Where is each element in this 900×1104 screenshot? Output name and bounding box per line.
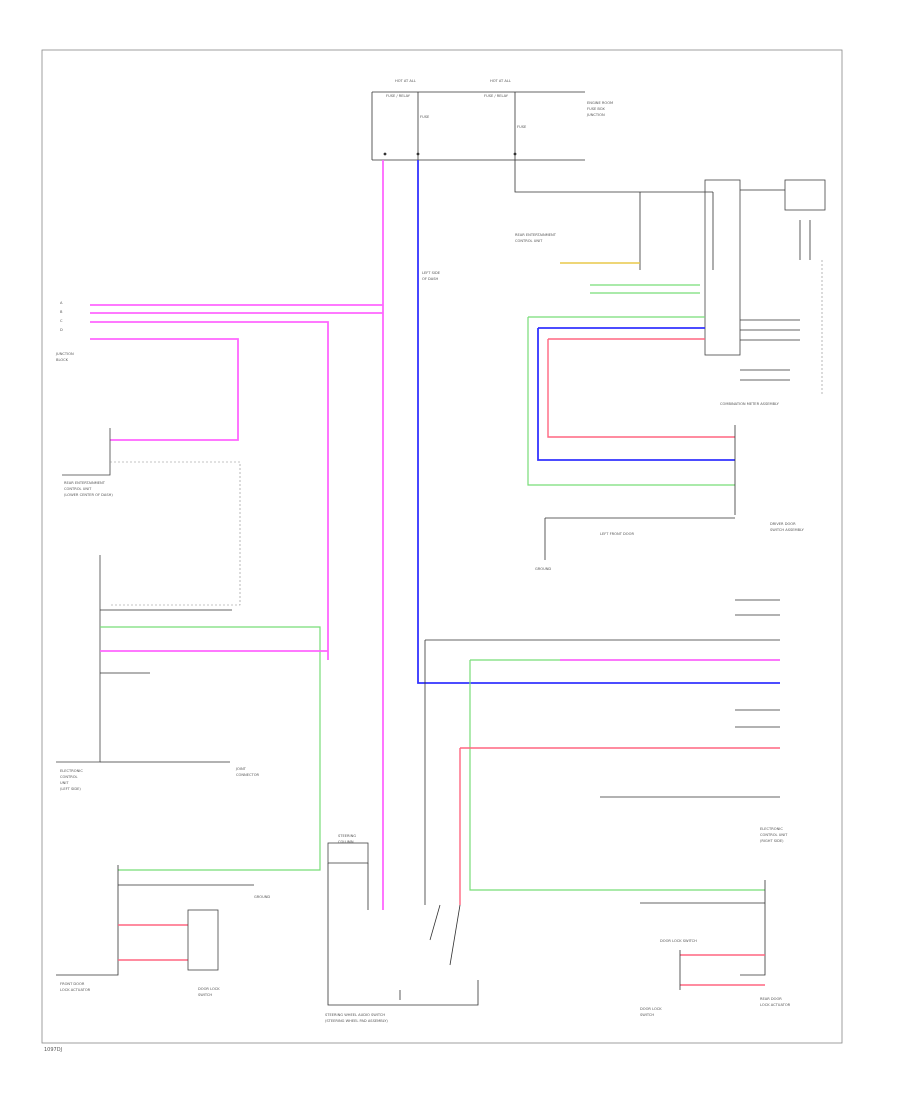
svg-text:DOOR LOCK: DOOR LOCK [640,1007,662,1011]
svg-text:LOCK ACTUATOR: LOCK ACTUATOR [760,1003,791,1007]
svg-text:DOOR LOCK: DOOR LOCK [198,987,220,991]
svg-text:D: D [60,328,63,332]
svg-text:CONNECTOR: CONNECTOR [236,773,260,777]
switch-right-middle: GROUND LEFT FRONT DOOR DRIVER DOOR SWITC… [535,425,805,571]
svg-text:C: C [60,319,63,323]
svg-text:STEERING: STEERING [338,834,356,838]
svg-text:DOOR LOCK SWITCH: DOOR LOCK SWITCH [660,939,697,943]
svg-text:REAR DOOR: REAR DOOR [760,997,782,1001]
svg-text:SWITCH: SWITCH [640,1013,654,1017]
svg-text:REAR ENTERTAINMENT: REAR ENTERTAINMENT [64,481,106,485]
svg-text:FUSE BOX: FUSE BOX [587,107,605,111]
svg-text:ELECTRONIC: ELECTRONIC [760,827,783,831]
svg-text:GROUND: GROUND [535,567,551,571]
wire-black-top [514,160,713,193]
svg-text:FRONT DOOR: FRONT DOOR [60,982,85,986]
svg-text:FUSE: FUSE [420,115,430,119]
svg-text:STEERING WHEEL AUDIO SWITCH: STEERING WHEEL AUDIO SWITCH [325,1013,385,1017]
svg-text:JUNCTION: JUNCTION [55,352,74,356]
svg-text:OF DASH: OF DASH [422,277,438,281]
svg-text:FUSE: FUSE [517,125,527,129]
module-right-bottom: DOOR LOCK SWITCH REAR DOOR LOCK ACTUATOR… [640,880,791,1017]
svg-text:CONTROL: CONTROL [60,775,78,779]
svg-text:ELECTRONIC: ELECTRONIC [60,769,83,773]
svg-text:HOT AT ALL: HOT AT ALL [395,79,416,83]
svg-text:CONTROL UNIT: CONTROL UNIT [760,833,788,837]
svg-text:HOT AT ALL: HOT AT ALL [490,79,511,83]
instrument-cluster-right: COMBINATION METER ASSEMBLY [639,179,826,406]
svg-text:LOCK ACTUATOR: LOCK ACTUATOR [60,988,91,992]
svg-text:LEFT FRONT DOOR: LEFT FRONT DOOR [600,532,634,536]
svg-text:ENGINE ROOM: ENGINE ROOM [587,101,613,105]
svg-text:FUSE / RELAY: FUSE / RELAY [484,94,509,98]
svg-text:CONTROL UNIT: CONTROL UNIT [515,239,543,243]
svg-text:JUNCTION: JUNCTION [586,113,605,117]
harness-right-colored: REAR ENTERTAINMENT CONTROL UNIT LEFT SID… [422,233,735,486]
svg-text:A: A [60,301,63,305]
svg-text:JOINT: JOINT [235,767,247,771]
harness-left-pink: A B C D JUNCTION BLOCK [55,301,383,660]
fuse-block-top: HOT AT ALL HOT AT ALL FUSE / RELAY FUSE … [371,79,613,161]
svg-text:FUSE / RELAY: FUSE / RELAY [386,94,411,98]
svg-text:B: B [60,310,63,314]
wire-blue-trunk [417,160,780,684]
svg-text:REAR ENTERTAINMENT: REAR ENTERTAINMENT [515,233,557,237]
svg-text:(LEFT SIDE): (LEFT SIDE) [60,787,81,791]
module-upper-left: REAR ENTERTAINMENT CONTROL UNIT (LOWER C… [62,428,241,606]
svg-text:LEFT SIDE: LEFT SIDE [422,271,441,275]
page-id: 1097DJ [44,1047,62,1053]
switch-assembly-bottom: STEERING COLUMN STEERING WHEEL AUDIO SWI… [325,640,479,1023]
svg-text:CONTROL UNIT: CONTROL UNIT [64,487,92,491]
module-middle-left: ELECTRONIC CONTROL UNIT (LEFT SIDE) JOIN… [56,555,328,871]
module-lower-left: FRONT DOOR LOCK ACTUATOR DOOR LOCK SWITC… [56,865,270,997]
svg-text:BLOCK: BLOCK [56,358,69,362]
svg-text:COLUMN: COLUMN [338,840,354,844]
module-right-lower: ELECTRONIC CONTROL UNIT (RIGHT SIDE) [425,599,788,905]
svg-text:DRIVER DOOR: DRIVER DOOR [770,522,796,526]
svg-text:(RIGHT SIDE): (RIGHT SIDE) [760,839,784,843]
svg-text:SWITCH: SWITCH [198,993,212,997]
svg-text:(STEERING WHEEL PAD ASSEMBLY): (STEERING WHEEL PAD ASSEMBLY) [325,1019,388,1023]
svg-text:GROUND: GROUND [254,895,270,899]
diagram-frame [41,49,843,1044]
svg-text:SWITCH ASSEMBLY: SWITCH ASSEMBLY [770,528,805,532]
svg-text:(LOWER CENTER OF DASH): (LOWER CENTER OF DASH) [64,493,113,497]
svg-text:UNIT: UNIT [60,781,69,785]
svg-text:COMBINATION METER ASSEMBLY: COMBINATION METER ASSEMBLY [720,402,780,406]
